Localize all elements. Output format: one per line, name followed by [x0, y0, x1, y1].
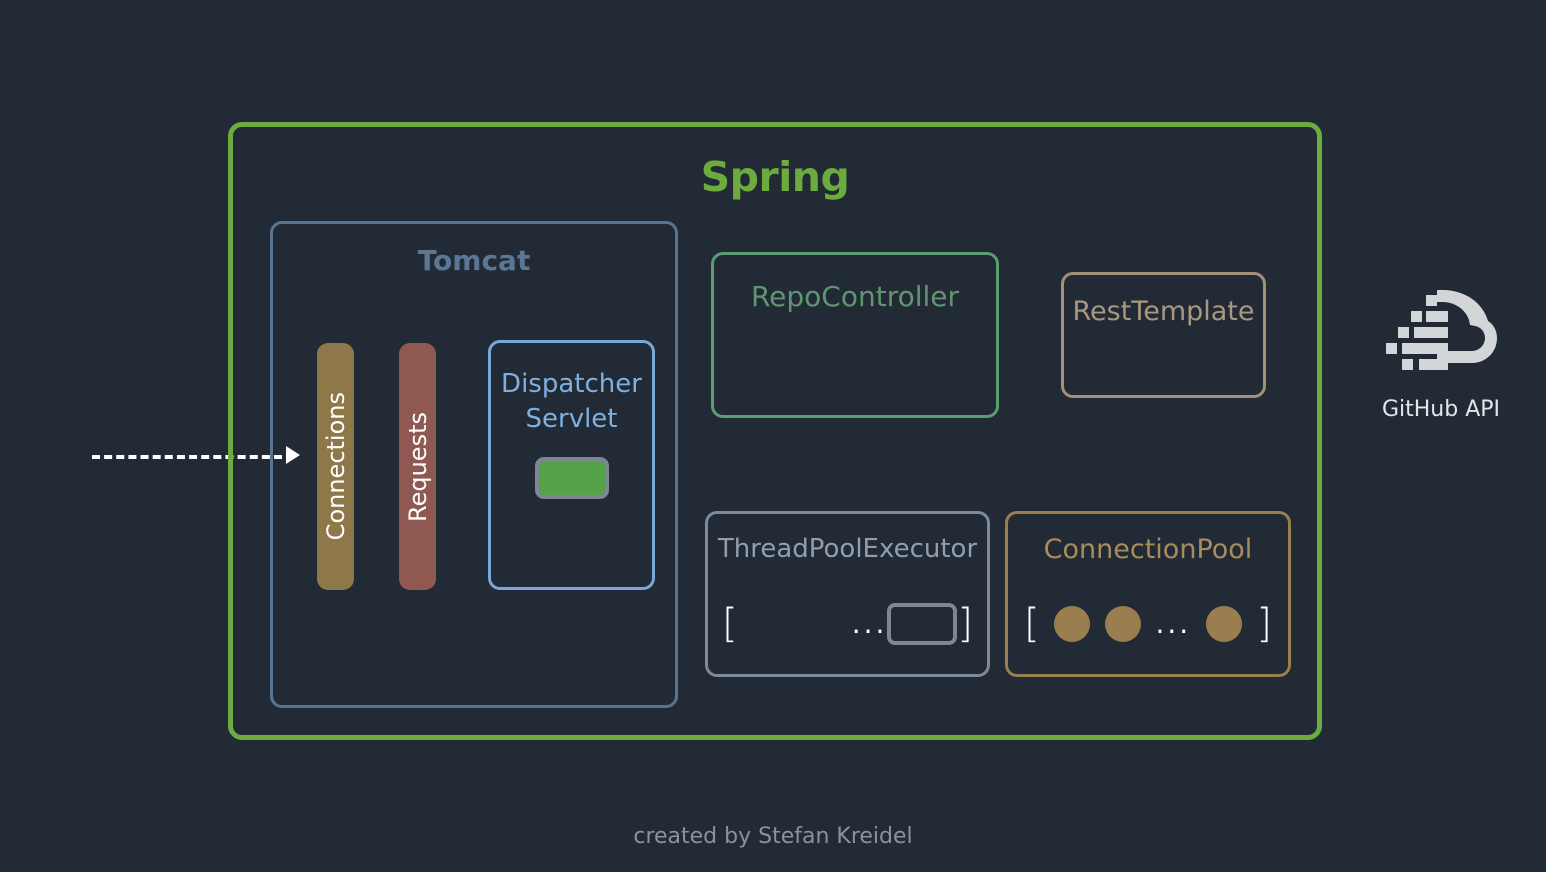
requests-bar-label: Requests [403, 411, 432, 522]
spring-container[interactable]: Spring [228, 122, 1322, 740]
thread-pool-ellipsis: ... [851, 607, 888, 640]
rest-template-title: RestTemplate [1072, 296, 1255, 327]
thread-pool-executor-slots: [ ... ] [722, 594, 973, 654]
tomcat-container[interactable]: Tomcat [270, 221, 678, 708]
thread-pool-empty-slot[interactable] [887, 603, 958, 645]
thread-pool-close-bracket: ] [957, 601, 973, 647]
connection-pool-title: ConnectionPool [1043, 534, 1253, 565]
dispatcher-servlet-title-line1: Dispatcher [501, 369, 642, 399]
connections-bar[interactable]: Connections [317, 343, 354, 590]
requests-bar[interactable]: Requests [399, 343, 436, 590]
incoming-request-arrow-line [92, 455, 282, 459]
github-api-node[interactable]: GitHub API [1366, 285, 1516, 422]
thread-pool-executor-box[interactable]: ThreadPoolExecutor [ ... ] [705, 511, 990, 677]
github-api-label: GitHub API [1381, 397, 1501, 422]
connection-pool-close-bracket: ] [1256, 601, 1272, 647]
thread-pool-executor-title: ThreadPoolExecutor [717, 534, 978, 564]
connection-pool-open-bracket: [ [1024, 601, 1040, 647]
cloud-icon [1386, 290, 1497, 370]
footer-credit: created by Stefan Kreidel [633, 824, 913, 849]
tomcat-title: Tomcat [417, 244, 531, 277]
connections-bar-label: Connections [321, 392, 350, 541]
dispatcher-servlet-title: Dispatcher Servlet [491, 367, 652, 437]
connection-pool-dot[interactable] [1054, 606, 1091, 642]
rest-template-box[interactable]: RestTemplate [1061, 272, 1266, 398]
thread-pool-open-bracket: [ [722, 601, 738, 647]
repo-controller-box[interactable]: RepoController [711, 252, 999, 418]
connection-pool-box[interactable]: ConnectionPool [ ... ] [1005, 511, 1291, 677]
spring-title: Spring [700, 153, 850, 201]
dispatcher-servlet-active-thread-chip[interactable] [534, 457, 609, 499]
repo-controller-title: RepoController [750, 280, 960, 313]
connection-pool-dot[interactable] [1205, 606, 1242, 642]
incoming-request-arrow-head [286, 446, 300, 464]
connection-pool-slots: [ ... ] [1024, 594, 1272, 654]
dispatcher-servlet-title-line2: Servlet [525, 404, 618, 435]
connection-pool-ellipsis: ... [1155, 607, 1192, 640]
connection-pool-dot[interactable] [1104, 606, 1141, 642]
dispatcher-servlet-box[interactable]: Dispatcher Servlet [488, 340, 655, 590]
